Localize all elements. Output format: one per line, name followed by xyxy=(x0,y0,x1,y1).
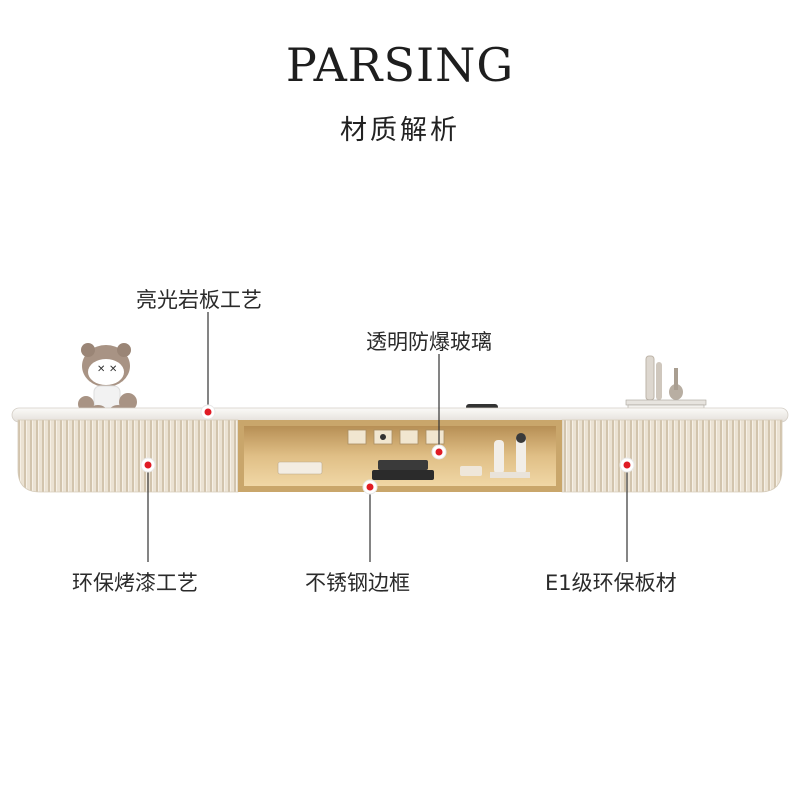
glass-compartment xyxy=(238,420,562,492)
set-top-box xyxy=(277,461,323,475)
speaker xyxy=(490,433,530,478)
label-e1-board: E1级环保板材 xyxy=(545,571,677,595)
label-explosion-proof-glass: 透明防爆玻璃 xyxy=(366,330,492,354)
callout-lines xyxy=(147,312,628,562)
svg-text:✕: ✕ xyxy=(97,364,105,375)
svg-text:✕: ✕ xyxy=(109,364,117,375)
label-stainless-frame: 不锈钢边框 xyxy=(305,571,410,595)
label-eco-paint: 环保烤漆工艺 xyxy=(72,571,198,595)
page-title: PARSING xyxy=(285,38,515,92)
label-stone-top: 亮光岩板工艺 xyxy=(136,288,262,312)
router xyxy=(372,460,434,480)
right-door-panel xyxy=(561,419,783,493)
callout-markers xyxy=(140,404,635,495)
figurine-decoration: ✕ ✕ xyxy=(78,343,137,415)
small-box xyxy=(460,466,482,476)
left-door-panel xyxy=(17,419,239,493)
page-subtitle: 材质解析 xyxy=(340,115,460,146)
vase-decoration xyxy=(645,355,683,401)
